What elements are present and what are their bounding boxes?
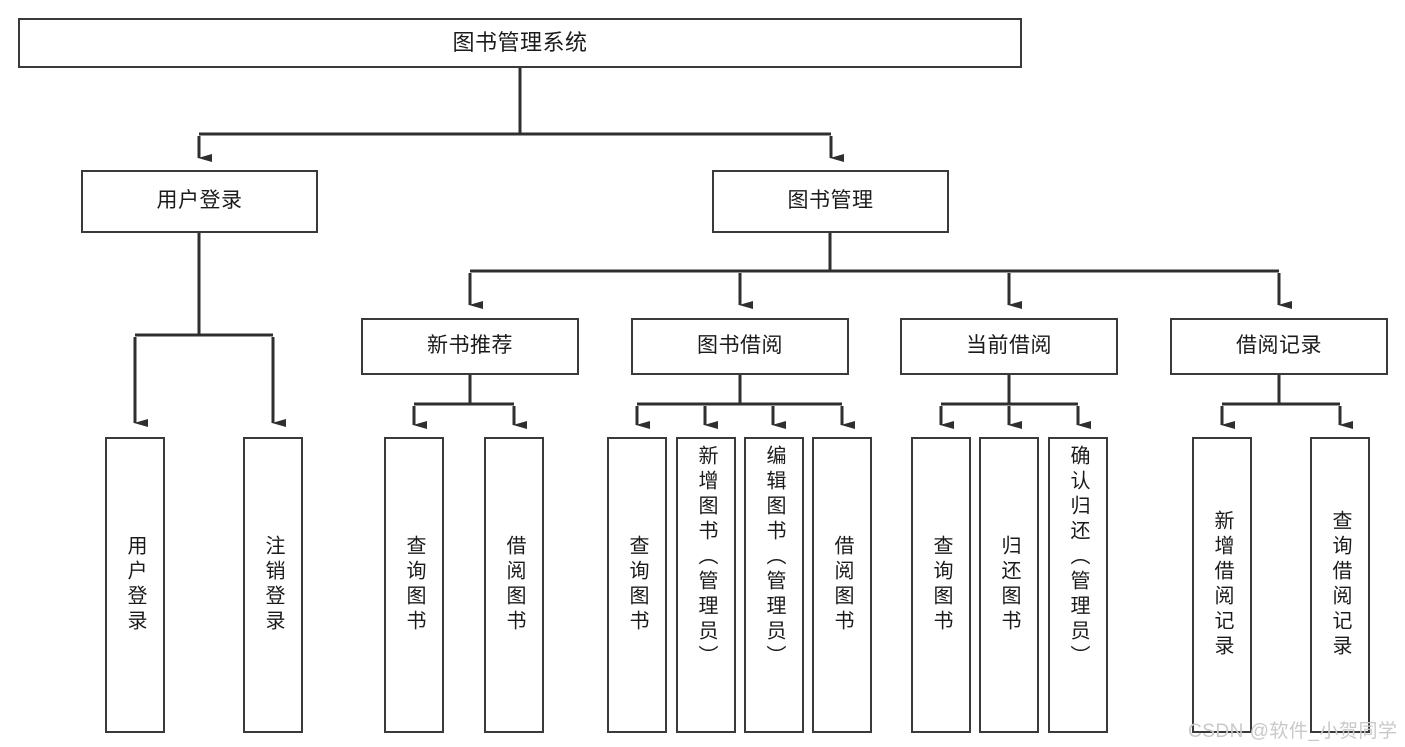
node-leaf-user-login-label: 用户登录 [124,535,146,635]
node-leaf-borrow-book-1-label: 借阅图书 [503,535,525,635]
node-leaf-query-book-3[interactable]: 查询图书 [911,437,971,733]
node-book-management-label: 图书管理 [787,189,874,213]
node-user-login-label: 用户登录 [156,189,243,213]
node-leaf-query-book-1[interactable]: 查询图书 [384,437,444,733]
csdn-watermark: CSDN @软件_小贺同学 [1188,721,1398,742]
node-leaf-borrow-book-2[interactable]: 借阅图书 [812,437,872,733]
node-leaf-user-login[interactable]: 用户登录 [105,437,165,733]
node-leaf-borrow-book-1[interactable]: 借阅图书 [484,437,544,733]
node-leaf-edit-book[interactable]: 编辑图书（管理员） [744,437,804,733]
node-leaf-confirm-return-label: 确认归还（管理员） [1067,445,1089,670]
node-leaf-query-book-2-label: 查询图书 [626,535,648,635]
node-leaf-return-book[interactable]: 归还图书 [979,437,1039,733]
node-leaf-query-record[interactable]: 查询借阅记录 [1310,437,1370,733]
node-current-borrow-label: 当前借阅 [966,334,1052,358]
node-leaf-borrow-book-2-label: 借阅图书 [831,535,853,635]
node-leaf-logout-label: 注销登录 [262,535,284,635]
node-user-login[interactable]: 用户登录 [81,170,318,233]
node-leaf-add-record[interactable]: 新增借阅记录 [1192,437,1252,733]
node-leaf-logout[interactable]: 注销登录 [243,437,303,733]
node-leaf-query-book-1-label: 查询图书 [403,535,425,635]
node-leaf-edit-book-label: 编辑图书（管理员） [763,445,785,670]
node-book-borrow[interactable]: 图书借阅 [631,318,849,375]
node-current-borrow[interactable]: 当前借阅 [900,318,1118,375]
node-book-borrow-label: 图书借阅 [697,334,783,358]
node-leaf-add-book[interactable]: 新增图书（管理员） [676,437,736,733]
node-leaf-return-book-label: 归还图书 [998,535,1020,635]
node-leaf-query-record-label: 查询借阅记录 [1329,510,1351,660]
node-new-book-recommend-label: 新书推荐 [427,334,513,358]
node-root-system[interactable]: 图书管理系统 [18,18,1022,68]
node-leaf-add-book-label: 新增图书（管理员） [695,445,717,670]
node-leaf-query-book-3-label: 查询图书 [930,535,952,635]
node-leaf-confirm-return[interactable]: 确认归还（管理员） [1048,437,1108,733]
node-leaf-query-book-2[interactable]: 查询图书 [607,437,667,733]
node-borrow-record[interactable]: 借阅记录 [1170,318,1388,375]
node-borrow-record-label: 借阅记录 [1236,334,1322,358]
node-root-system-label: 图书管理系统 [452,30,588,56]
node-leaf-add-record-label: 新增借阅记录 [1211,510,1233,660]
node-book-management[interactable]: 图书管理 [712,170,949,233]
node-new-book-recommend[interactable]: 新书推荐 [361,318,579,375]
